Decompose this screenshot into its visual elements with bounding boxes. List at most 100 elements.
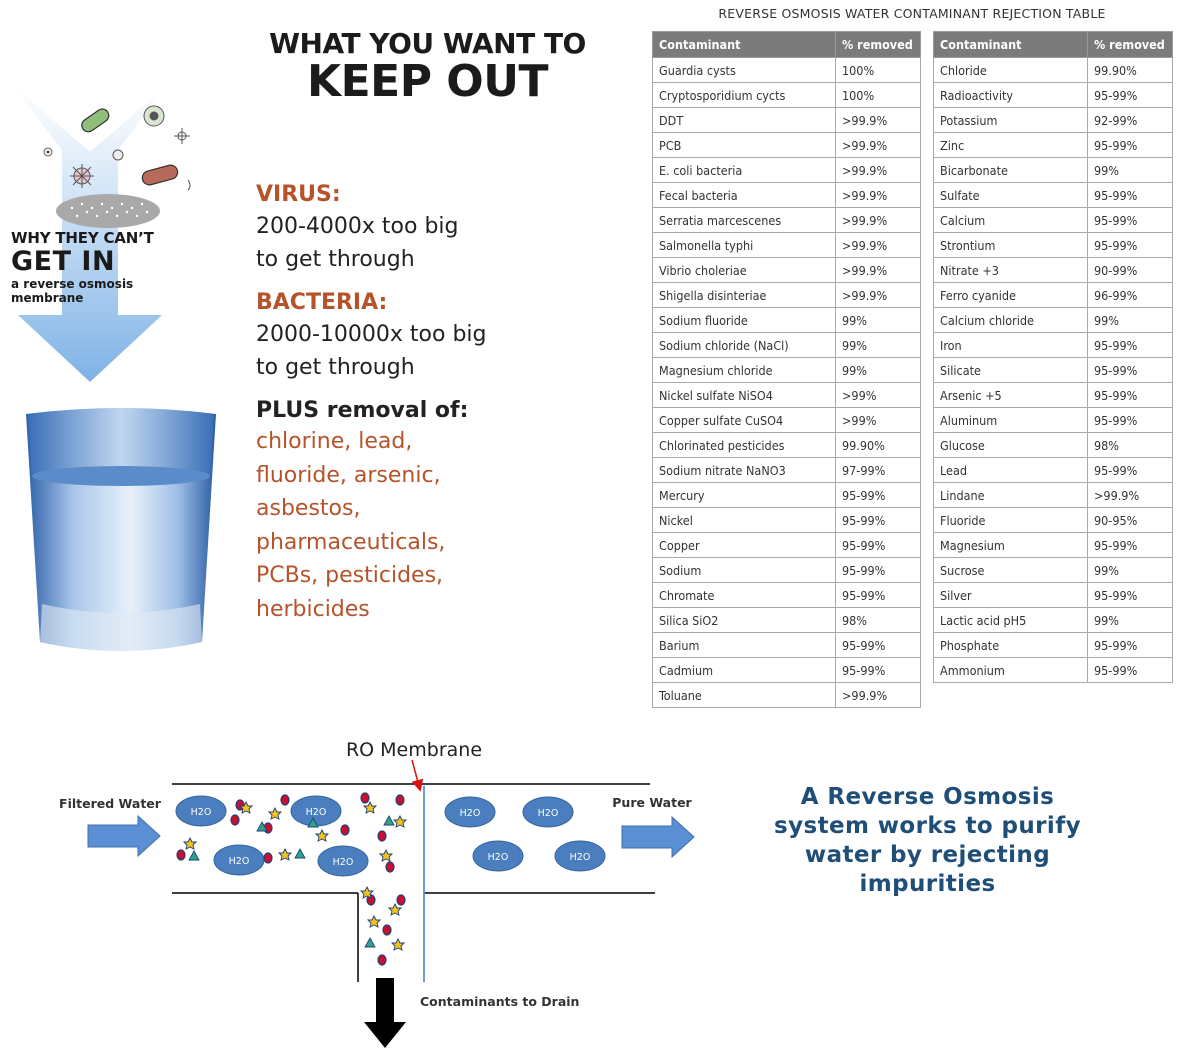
contaminant-cell: Nickel bbox=[652, 507, 836, 533]
table-row: PCB>99.9% bbox=[652, 132, 921, 158]
contaminant-cell: Ferro cyanide bbox=[933, 282, 1088, 308]
contaminant-cell: Salmonella typhi bbox=[652, 232, 836, 258]
contaminant-cell: Chromate bbox=[652, 582, 836, 608]
table-row: Serratia marcescenes>99.9% bbox=[652, 207, 921, 233]
contaminant-cell: Sodium nitrate NaNO3 bbox=[652, 457, 836, 483]
contaminant-cell: Fluoride bbox=[933, 507, 1088, 533]
plus-removal-item: herbicides bbox=[256, 596, 370, 622]
removed-percent-cell: >99.9% bbox=[1087, 482, 1173, 508]
ro-caption-line: A Reverse Osmosis bbox=[800, 784, 1055, 810]
removed-percent-cell: 95-99% bbox=[835, 582, 921, 608]
removed-percent-cell: >99% bbox=[835, 382, 921, 408]
ro-caption: A Reverse Osmosis system works to purify… bbox=[730, 783, 1125, 899]
contaminant-cell: DDT bbox=[652, 107, 836, 133]
pure-water-label: Pure Water bbox=[612, 795, 692, 810]
contaminant-cell: Lead bbox=[933, 457, 1088, 483]
removed-percent-cell: 96-99% bbox=[1087, 282, 1173, 308]
removed-percent-cell: >99.9% bbox=[835, 232, 921, 258]
ro-caption-line: water by rejecting bbox=[804, 842, 1051, 868]
header-removed: % removed bbox=[1087, 31, 1173, 58]
removed-percent-cell: >99.9% bbox=[835, 107, 921, 133]
table-row: Nickel sulfate NiSO4>99% bbox=[652, 382, 921, 408]
keep-out-title-line2: KEEP OUT bbox=[307, 56, 548, 107]
removed-percent-cell: 95-99% bbox=[835, 532, 921, 558]
contaminant-cell: Chloride bbox=[933, 57, 1088, 83]
water-molecule-icon: H2O bbox=[554, 840, 606, 872]
contaminant-cell: Shigella disinteriae bbox=[652, 282, 836, 308]
table-header-row: Contaminant % removed bbox=[933, 31, 1173, 58]
water-glass-icon bbox=[26, 408, 216, 651]
water-molecule-icon: H2O bbox=[317, 845, 369, 877]
molecule-label: H2O bbox=[488, 852, 509, 863]
contaminant-cell: Ammonium bbox=[933, 657, 1088, 683]
virus-icon bbox=[43, 105, 191, 191]
virus-text-line1: 200-4000x too big bbox=[256, 214, 459, 239]
molecule-label: H2O bbox=[538, 808, 559, 819]
molecule-label: H2O bbox=[191, 807, 212, 818]
header-removed: % removed bbox=[835, 31, 921, 58]
removed-percent-cell: 99.90% bbox=[1087, 57, 1173, 83]
contaminant-cell: Nickel sulfate NiSO4 bbox=[652, 382, 836, 408]
removed-percent-cell: >99.9% bbox=[835, 682, 921, 708]
removed-percent-cell: 95-99% bbox=[1087, 382, 1173, 408]
molecule-label: H2O bbox=[460, 808, 481, 819]
removed-percent-cell: >99.9% bbox=[835, 207, 921, 233]
contaminant-cell: Iron bbox=[933, 332, 1088, 358]
contaminant-cell: Cryptosporidium cycts bbox=[652, 82, 836, 108]
table-row: Vibrio choleriae>99.9% bbox=[652, 257, 921, 283]
contaminant-cell: Calcium chloride bbox=[933, 307, 1088, 333]
contaminant-cell: Radioactivity bbox=[933, 82, 1088, 108]
membrane-label-line3: a reverse osmosis bbox=[11, 277, 134, 291]
contaminant-cell: Phosphate bbox=[933, 632, 1088, 658]
contaminant-cell: Arsenic +5 bbox=[933, 382, 1088, 408]
contaminant-cell: E. coli bacteria bbox=[652, 157, 836, 183]
removed-percent-cell: 95-99% bbox=[835, 657, 921, 683]
removed-percent-cell: 99% bbox=[835, 332, 921, 358]
drain-label: Contaminants to Drain bbox=[420, 994, 579, 1009]
removed-percent-cell: 90-99% bbox=[1087, 257, 1173, 283]
bacteria-heading: BACTERIA: bbox=[256, 290, 388, 315]
removed-percent-cell: 100% bbox=[835, 57, 921, 83]
plus-removal-list: chlorine, lead, fluoride, arsenic, asbes… bbox=[256, 425, 636, 626]
removed-percent-cell: 95-99% bbox=[1087, 582, 1173, 608]
removed-percent-cell: 99% bbox=[835, 357, 921, 383]
contaminant-cell: Silicate bbox=[933, 357, 1088, 383]
removed-percent-cell: 99% bbox=[1087, 157, 1173, 183]
contaminant-stars bbox=[182, 800, 408, 951]
removed-percent-cell: 90-95% bbox=[1087, 507, 1173, 533]
table-header-row: Contaminant % removed bbox=[652, 31, 921, 58]
removed-percent-cell: >99.9% bbox=[835, 157, 921, 183]
table-row: Sodium chloride (NaCl)99% bbox=[652, 332, 921, 358]
removed-percent-cell: 95-99% bbox=[1087, 207, 1173, 233]
contaminant-cell: Silica SiO2 bbox=[652, 607, 836, 633]
removed-percent-cell: >99.9% bbox=[835, 182, 921, 208]
plus-removal-heading: PLUS removal of: bbox=[256, 398, 469, 423]
contaminant-cell: Sodium chloride (NaCl) bbox=[652, 332, 836, 358]
contaminant-cell: Copper bbox=[652, 532, 836, 558]
contaminant-cell: Lactic acid pH5 bbox=[933, 607, 1088, 633]
filtered-water-label: Filtered Water bbox=[59, 796, 162, 811]
water-molecule-icon: H2O bbox=[472, 840, 524, 872]
water-molecule-icon: H2O bbox=[444, 796, 496, 828]
plus-removal-item: fluoride, arsenic, bbox=[256, 462, 441, 488]
molecule-label: H2O bbox=[229, 856, 250, 867]
membrane-label: WHY THEY CAN’T GET IN a reverse osmosis … bbox=[11, 231, 181, 306]
bacteria-icon bbox=[81, 108, 179, 186]
molecule-label: H2O bbox=[333, 857, 354, 868]
membrane-label-line1: WHY THEY CAN’T bbox=[11, 229, 154, 247]
keep-out-info: VIRUS: 200-4000x too big to get through … bbox=[256, 182, 636, 626]
removed-percent-cell: >99.9% bbox=[835, 282, 921, 308]
